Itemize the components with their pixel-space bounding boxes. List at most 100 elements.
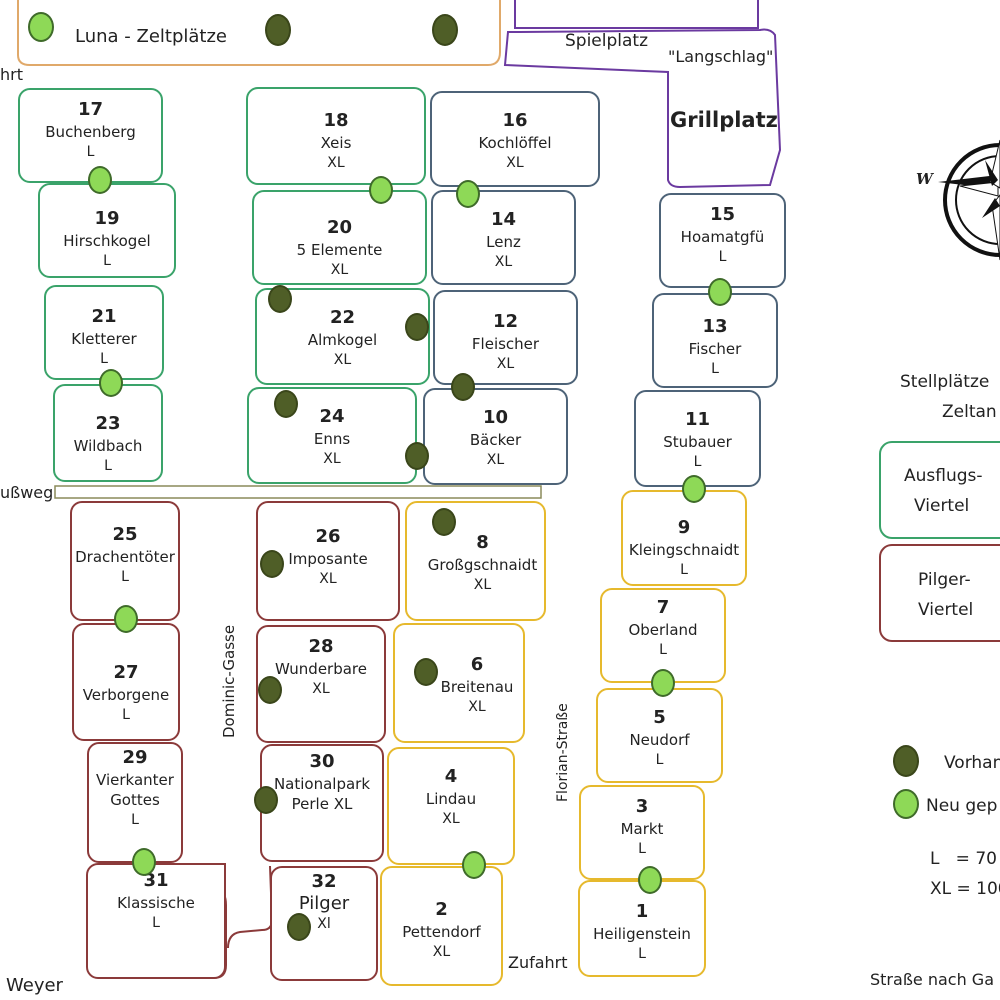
plot-name: Stubauer — [663, 433, 732, 451]
plot-size: L — [711, 361, 719, 377]
plot-name: Hirschkogel — [63, 232, 151, 250]
plot-size: L — [659, 642, 667, 658]
plot-number: 16 — [502, 110, 528, 131]
plot-size: L — [680, 562, 688, 578]
plot-number: 15 — [709, 204, 736, 225]
plot-number: 4 — [444, 766, 458, 787]
plot-name: Almkogel — [307, 331, 378, 349]
plot-name: Kleingschnaidt — [628, 541, 740, 559]
plot-size: L — [104, 458, 112, 474]
plot-name: Nationalpark — [273, 775, 371, 793]
plot-size: XL — [494, 254, 513, 270]
existing-marker — [287, 913, 311, 941]
new-marker — [638, 866, 662, 894]
footpath — [54, 485, 542, 499]
plot-name: Buchenberg — [45, 123, 136, 141]
luna-label: Luna - Zeltplätze — [75, 26, 227, 47]
plot-32-connector — [227, 865, 274, 949]
plot-size: XL — [327, 155, 345, 171]
plot-size: XL — [319, 571, 337, 587]
plot-name: Xeis — [320, 134, 352, 152]
plot-number: 24 — [319, 406, 345, 427]
legend-ausflug-2: Viertel — [914, 496, 970, 516]
plot-size: L — [655, 752, 664, 768]
plot-number: 31 — [143, 870, 169, 891]
luna-existing-dot-2 — [432, 14, 458, 46]
legend-pilger-2: Viertel — [918, 600, 974, 620]
plot-name: Breitenau — [440, 678, 514, 696]
existing-marker — [258, 676, 282, 704]
legend-existing-label: Vorhan — [944, 753, 1000, 773]
plot-size: L — [86, 144, 95, 160]
plot-size: L — [693, 454, 702, 470]
plot-size: XL — [330, 262, 349, 278]
plot-size: XL — [333, 352, 352, 368]
plot-name: Vierkanter — [96, 771, 174, 789]
new-marker — [114, 605, 138, 633]
legend-title-2: Zeltan — [942, 402, 997, 422]
plot-size: L — [121, 569, 129, 585]
existing-marker — [405, 442, 429, 470]
road-dominic: Dominic-Gasse — [220, 624, 238, 738]
legend-ausflug-box — [879, 441, 1000, 539]
existing-marker — [254, 786, 278, 814]
legend-new-dot — [893, 789, 919, 819]
plot-name: Verborgene — [82, 686, 170, 704]
plot-number: 28 — [308, 636, 334, 657]
new-marker — [682, 475, 706, 503]
playground-border — [503, 28, 782, 189]
existing-marker — [405, 313, 429, 341]
plot-size: L — [103, 253, 111, 269]
plot-number: 3 — [635, 796, 649, 817]
luna-existing-dot-1 — [265, 14, 291, 46]
plot-size: XL — [506, 155, 524, 171]
plot-number: 6 — [470, 654, 484, 675]
existing-marker — [451, 373, 475, 401]
new-marker — [462, 851, 486, 879]
compass-w-label: W — [916, 170, 933, 188]
plot-size: XL — [496, 356, 515, 372]
plot-number: 26 — [315, 526, 341, 547]
plot-name: 5 Elemente — [296, 241, 383, 259]
plot-name: Wunderbare — [274, 660, 367, 678]
plot-number: 7 — [656, 597, 670, 618]
plot-number: 17 — [77, 99, 104, 120]
playground-label: Spielplatz — [565, 31, 649, 51]
road-zufahrt: Zufahrt — [508, 953, 568, 972]
plot-size: L — [718, 249, 727, 265]
plot-name: Imposante — [288, 550, 368, 568]
plot-number: 14 — [490, 209, 517, 230]
legend-xl-size: XL = 100 — [930, 879, 1000, 899]
plot-name: Lindau — [425, 790, 477, 808]
plot-size: XL — [473, 577, 492, 593]
